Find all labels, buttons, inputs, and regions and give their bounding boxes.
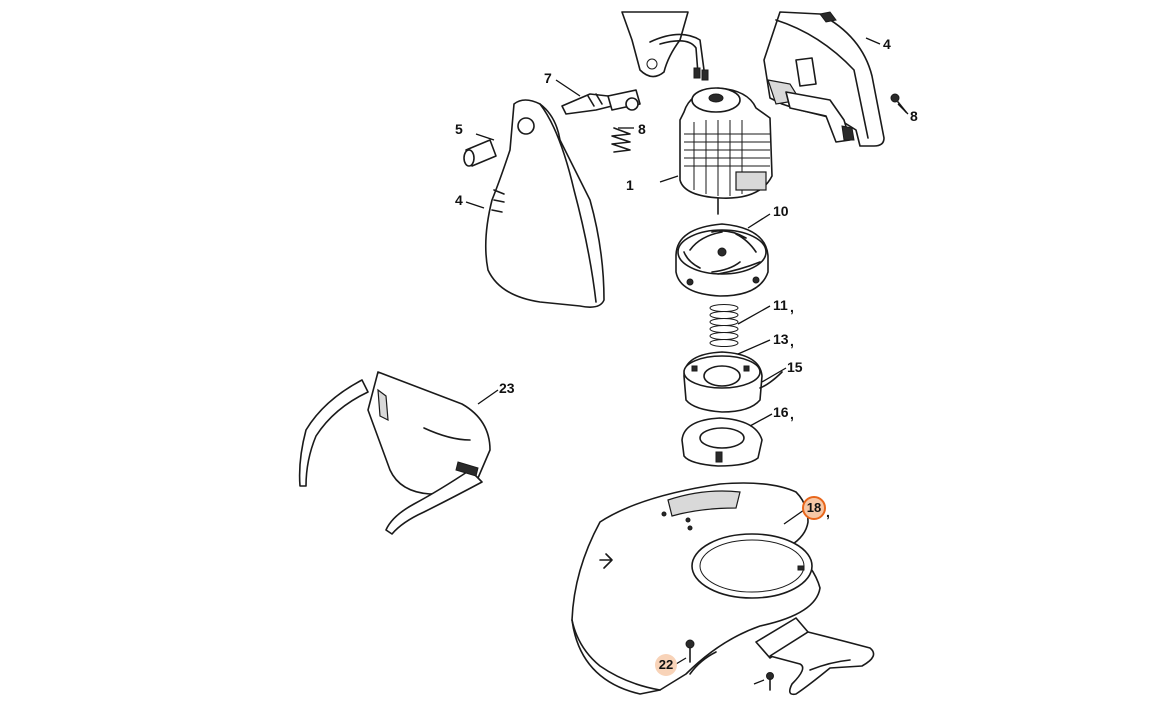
- callout-8-spring[interactable]: 8: [638, 121, 646, 137]
- screw-bottom: [766, 672, 774, 691]
- callout-11[interactable]: 11: [773, 297, 788, 313]
- housing-right: [763, 11, 885, 147]
- callout-18-highlighted[interactable]: 18: [802, 496, 826, 520]
- comma-18: ,: [826, 504, 830, 520]
- comma-11: ,: [790, 299, 794, 315]
- callout-4-left[interactable]: 4: [455, 192, 463, 208]
- cap-16: [681, 417, 763, 467]
- callout-4-right[interactable]: 4: [883, 36, 891, 52]
- housing-left: [484, 99, 605, 308]
- callout-7[interactable]: 7: [544, 70, 552, 86]
- callout-8-screw[interactable]: 8: [910, 108, 918, 124]
- callout-16[interactable]: 16: [773, 404, 789, 420]
- pin-5: [463, 139, 497, 167]
- switch-7: [561, 89, 641, 115]
- callout-13[interactable]: 13: [773, 331, 789, 347]
- callout-22-highlighted[interactable]: 22: [655, 654, 677, 676]
- spring-11: [709, 304, 739, 347]
- deflector-18: [571, 482, 821, 695]
- handle-fragment: [621, 11, 709, 81]
- spool-13: [683, 351, 783, 413]
- safety-glasses-23: [298, 371, 491, 535]
- callout-5[interactable]: 5: [455, 121, 463, 137]
- fan-10: [675, 223, 769, 297]
- motor-1: [679, 87, 773, 215]
- comma-16: ,: [790, 406, 794, 422]
- leader-lines: [465, 37, 909, 685]
- comma-13: ,: [790, 333, 794, 349]
- line-cutter: [755, 617, 875, 696]
- spring-8: [611, 127, 631, 153]
- callout-23[interactable]: 23: [499, 380, 515, 396]
- callout-10[interactable]: 10: [773, 203, 789, 219]
- screw-22: [685, 639, 695, 663]
- callout-1[interactable]: 1: [626, 177, 634, 193]
- callout-15[interactable]: 15: [787, 359, 803, 375]
